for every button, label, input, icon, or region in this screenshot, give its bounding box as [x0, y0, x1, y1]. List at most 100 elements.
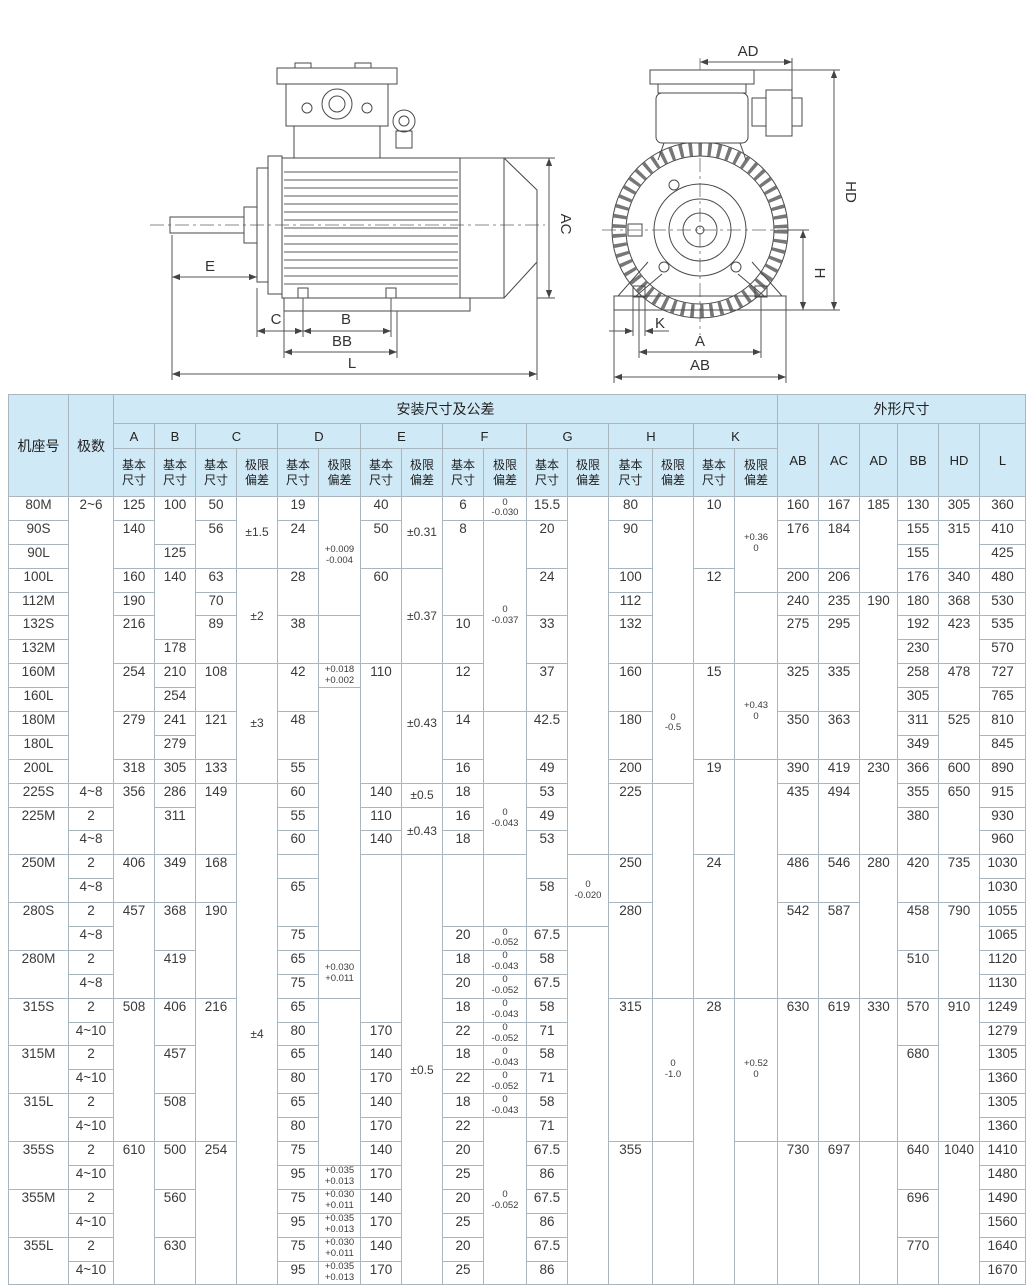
rear-bell: [460, 157, 538, 299]
cell-ac: 419: [818, 758, 860, 784]
cell-poles: 4~8: [68, 830, 114, 856]
subheader-dev: 极限 偏差: [567, 448, 609, 497]
header-mount-group: 安装尺寸及公差: [113, 394, 778, 424]
dim-label-e: E: [205, 258, 215, 275]
cell-c: 63: [195, 567, 237, 593]
cell-ad: 185: [859, 496, 898, 593]
cell-d: 80: [277, 1117, 319, 1143]
lid-bolt: [354, 62, 372, 69]
cell-d: 65: [277, 949, 319, 975]
cell-b: 241: [154, 711, 196, 736]
cell-d: 55: [277, 806, 319, 832]
gland-bolt: [301, 102, 313, 114]
cell-h: 355: [608, 1141, 653, 1286]
cell-e: 170: [360, 1260, 402, 1286]
cell-e_tol: ±0.43: [401, 663, 443, 784]
cell-bb: 155: [897, 519, 939, 545]
cell-e: 40: [360, 496, 402, 521]
cell-c: 56: [195, 519, 237, 569]
cell-ab: 325: [777, 663, 819, 713]
cell-c_tol: ±2: [236, 567, 278, 665]
cell-d: 60: [277, 830, 319, 856]
side-view-dimensions: [171, 157, 555, 380]
subheader-basic: 基本 尺寸: [526, 448, 568, 497]
dim-label-b: B: [341, 311, 351, 328]
cell-d_tol: +0.035 +0.013: [318, 1212, 361, 1238]
subheader-basic: 基本 尺寸: [693, 448, 735, 497]
side-view-labels: E C B BB L AC: [205, 214, 574, 372]
cell-poles: 4~10: [68, 1117, 114, 1143]
cell-d: 75: [277, 1188, 319, 1214]
cell-b: 286: [154, 782, 196, 808]
terminal-box-neck-end: [657, 142, 747, 161]
subheader-dev: 极限 偏差: [318, 448, 361, 497]
cell-f: 16: [442, 806, 484, 832]
cable-gland-inner: [328, 95, 346, 113]
cell-b: 210: [154, 663, 196, 689]
cell-bb: 176: [897, 567, 939, 593]
cell-l: 1410: [979, 1141, 1026, 1166]
cell-f_tol: 0 -0.052: [483, 1117, 527, 1286]
cell-g: 67.5: [526, 1236, 568, 1262]
header-dim-a: A: [113, 423, 155, 449]
cell-b: 178: [154, 639, 196, 665]
cell-poles: 2~6: [68, 496, 114, 784]
lid-bolt: [294, 62, 312, 69]
cell-f: 18: [442, 782, 484, 808]
cell-bb: 311: [897, 711, 939, 736]
cell-k: 15: [693, 663, 735, 760]
lifting-eye-base: [395, 130, 413, 149]
cell-poles: 4~10: [68, 1260, 114, 1286]
cell-e_tol: ±0.43: [401, 806, 443, 856]
subheader-basic: 基本 尺寸: [608, 448, 653, 497]
cell-bb: 420: [897, 854, 939, 904]
cell-poles: 2: [68, 902, 114, 928]
subheader-dev: 极限 偏差: [483, 448, 527, 497]
cell-bb: 510: [897, 949, 939, 999]
cell-e: 140: [360, 1141, 402, 1166]
cell-d: 75: [277, 1141, 319, 1166]
cell-f: 20: [442, 973, 484, 999]
cell-l: 1065: [979, 926, 1026, 951]
cell-f_tol: [483, 854, 527, 928]
radial-fins: [612, 142, 788, 318]
cell-d: 65: [277, 1093, 319, 1119]
cell-l: 1305: [979, 1045, 1026, 1071]
cell-bb: 305: [897, 687, 939, 713]
cell-l: 1360: [979, 1069, 1026, 1095]
header-l: L: [979, 423, 1026, 497]
cell-k: 19: [693, 758, 735, 856]
cell-g: 58: [526, 949, 568, 975]
cell-f: 20: [442, 1236, 484, 1262]
cell-poles: 4~10: [68, 1021, 114, 1047]
cell-ab: 730: [777, 1141, 819, 1286]
cell-f_tol: 0 -0.037: [483, 519, 527, 713]
cell-e_tol: ±0.5: [401, 854, 443, 1286]
cell-c: 133: [195, 758, 237, 784]
cell-l: 1305: [979, 1093, 1026, 1119]
subheader-dev: 极限 偏差: [652, 448, 694, 497]
cell-d: [277, 854, 319, 880]
cell-e: 110: [360, 663, 402, 784]
cell-poles: 2: [68, 1093, 114, 1119]
cell-g: 58: [526, 878, 568, 928]
header-dim-e: E: [360, 423, 443, 449]
cell-d: 65: [277, 997, 319, 1023]
cell-hd: 910: [938, 997, 980, 1143]
cell-h_tol: 0 -1.0: [652, 997, 694, 1143]
cell-h: 250: [608, 854, 653, 904]
terminal-box: [285, 83, 389, 127]
cell-g: 33: [526, 615, 568, 665]
terminal-box-lid-end: [649, 69, 755, 85]
cell-e: 50: [360, 519, 402, 569]
cell-f: [442, 854, 484, 928]
cell-l: 535: [979, 615, 1026, 641]
